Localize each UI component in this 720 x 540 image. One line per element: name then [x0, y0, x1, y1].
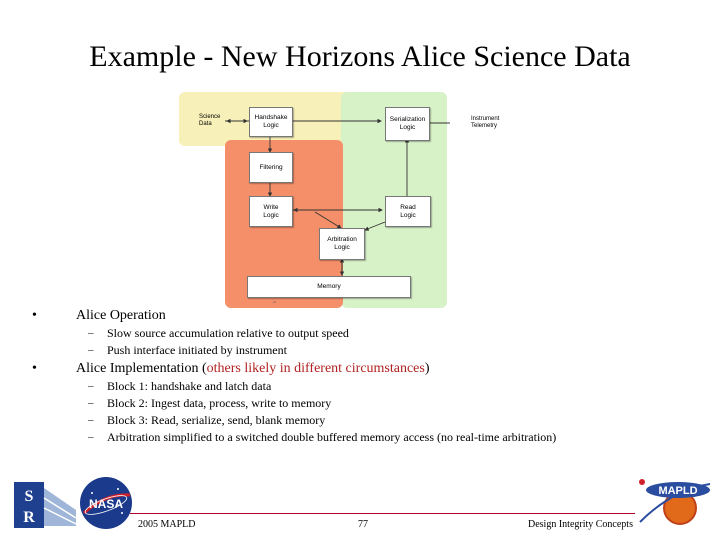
write-logic-box: Write Logic	[249, 196, 293, 227]
bullet-text: Alice Operation	[76, 308, 166, 323]
sub-bullet-marker: –	[88, 397, 94, 409]
read-logic-box: Read Logic	[385, 196, 431, 227]
mapld-logo-text: MAPLD	[658, 485, 697, 497]
diagram-arrows	[225, 118, 450, 276]
nasa-logo-text: NASA	[89, 497, 123, 511]
sub-bullet-item: Block 3: Read, serialize, send, blank me…	[107, 413, 326, 427]
arbitration-logic-box: Arbitration Logic	[319, 228, 365, 260]
sub-bullet-marker: –	[88, 327, 94, 339]
filtering-box: Filtering	[249, 152, 293, 183]
page-number: 77	[358, 519, 368, 530]
instrument-telemetry-label: Instrument Telemetry	[471, 116, 500, 129]
sub-bullet-item: Push interface initiated by instrument	[107, 343, 287, 357]
bullet-alice-operation: Alice Operation	[76, 308, 166, 324]
swri-logo: S R	[14, 482, 77, 528]
footer-divider	[130, 513, 635, 514]
sub-bullet-marker: –	[88, 344, 94, 356]
diagram-footnote-mark: ▪▪▪	[273, 300, 277, 304]
footer-right: Design Integrity Concepts	[528, 519, 633, 530]
handshake-logic-box: Handshake Logic	[249, 107, 293, 137]
serialization-logic-box: Serialization Logic	[385, 107, 430, 141]
sub-bullet-item: Block 2: Ingest data, process, write to …	[107, 396, 332, 410]
sub-bullet-item: Slow source accumulation relative to out…	[107, 326, 349, 340]
mapld-logo: MAPLD	[639, 479, 711, 525]
sub-bullet-marker: –	[88, 431, 94, 443]
svg-text:R: R	[23, 509, 35, 526]
sub-bullet-item: Block 1: handshake and latch data	[107, 379, 272, 393]
bullet-text-close: )	[424, 361, 430, 376]
sub-bullet-marker: –	[88, 380, 94, 392]
memory-box: Memory	[247, 276, 411, 298]
slide-title: Example - New Horizons Alice Science Dat…	[89, 40, 631, 73]
bullet-text-highlight: others likely in different circumstances	[206, 361, 425, 376]
sub-bullet-item: Arbitration simplified to a switched dou…	[107, 430, 557, 444]
svg-text:S: S	[25, 488, 34, 505]
science-data-label: Science Data	[199, 114, 221, 127]
nasa-logo: NASA	[80, 477, 132, 529]
alice-block-diagram: Science Data Handshake Logic Serializati…	[175, 90, 499, 308]
sub-bullet-marker: –	[88, 414, 94, 426]
bullet-alice-implementation: Alice Implementation (others likely in d…	[76, 361, 430, 377]
footer-left: 2005 MAPLD	[138, 519, 196, 530]
bullet-text: Alice Implementation (	[76, 361, 207, 376]
bullet-marker: •	[32, 308, 37, 323]
bullet-marker: •	[32, 361, 37, 376]
